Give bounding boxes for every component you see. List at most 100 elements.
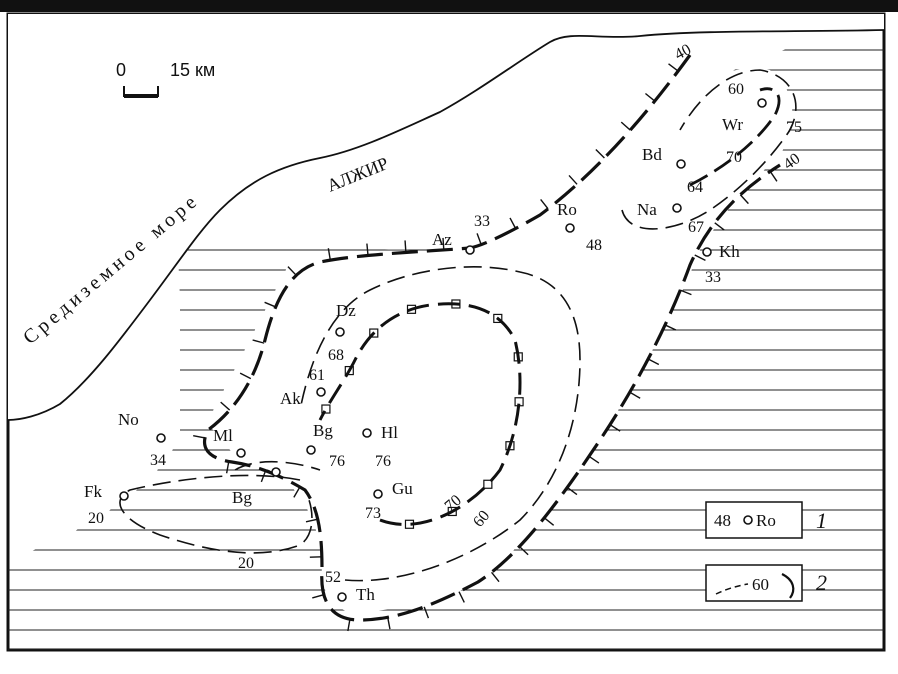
boundary-tick [476,233,482,245]
boundary-tick [347,619,351,632]
station-marker-bg [306,445,316,455]
station-code-bg: Bg [313,421,333,440]
station-code-dz: Dz [336,301,356,320]
boundary-tick [312,594,325,599]
boundary-tick [225,461,230,474]
boundary-tick [588,455,600,464]
contour-20 [119,474,313,554]
station-code-gu: Gu [392,479,413,498]
contour-label-40-north: 40 [672,41,694,64]
coastline [8,29,884,421]
boundary-tick [220,401,231,411]
top-band [0,0,898,12]
boundary-tick [609,424,621,432]
boundary-tick [543,517,555,526]
station-marker-hl [362,428,372,438]
contour-label-60-north: 60 [728,81,744,98]
boundary-tick [305,518,318,523]
station-code-ml: Ml [213,426,233,445]
station-code-na: Na [637,200,657,219]
contour-label-70-north: 70 [726,149,742,166]
station-code-wr: Wr [722,115,743,134]
scale-zero: 0 [116,60,126,80]
contour-west [234,460,321,471]
station-value-th: 52 [325,569,341,586]
boundary-tick [387,617,391,630]
legend-1-box [705,501,803,539]
scale-value: 15 км [170,60,215,80]
contour-north [621,69,797,230]
station-marker-na [672,203,682,213]
station-value-dz: 68 [328,347,344,364]
legend-2-value: 60 [752,575,769,594]
boundary-tick [568,174,578,185]
station-code-bg: Bg [232,488,252,507]
boundary-tick [458,591,465,603]
legend-1-marker [743,515,753,525]
station-value-na: 67 [688,219,704,236]
boundary-tick [442,237,445,250]
contour-label-20: 20 [238,555,254,572]
station-marker-fk [119,491,129,501]
station-marker-az [465,245,475,255]
boundary-tick [664,324,677,331]
legend-1-code: Ro [756,511,776,530]
station-value-hl: 76 [375,453,391,470]
boundary-tick [668,63,679,72]
boundary-tick [423,606,430,619]
boundary-tick [264,301,276,308]
boundary-tick [287,266,297,276]
contour-60-outer [299,266,581,582]
boundary-tick [769,170,778,182]
station-value-wr: 75 [786,119,802,136]
boundary-tick [252,339,265,344]
station-code-bd: Bd [642,145,662,164]
station-value-bd: 64 [687,179,703,196]
scale-bar: 0 15 км [116,60,215,98]
boundary-tick [739,194,749,205]
boundary-tick [327,248,332,261]
boundary-tick [293,486,301,498]
station-code-no: No [118,410,139,429]
boundary-tick [540,198,549,210]
basement-core [208,68,793,613]
legend: 48 Ro 1 60 2 [705,501,827,602]
boundary-tick [491,571,500,583]
station-code-hl: Hl [381,423,398,442]
station-code-fk: Fk [84,482,102,501]
boundary-tick [518,545,529,556]
boundary-tick [620,121,631,131]
station-value-ak: 61 [309,367,325,384]
station-marker-gu [373,489,383,499]
legend-2-arc [781,573,795,599]
contour-square-marker [483,479,493,489]
boundary-tick [404,240,407,253]
station-marker-ak [316,387,326,397]
station-marker-wr [757,98,767,108]
station-marker-bd [676,159,686,169]
station-code-az: Az [432,230,452,249]
boundary-tick [366,243,369,256]
station-value-kh: 33 [705,269,721,286]
boundary-tick [509,217,517,229]
legend-2-line [715,583,749,595]
station-code-ak: Ak [280,389,301,408]
station-value-gu: 73 [365,505,381,522]
station-marker-kh [702,247,712,257]
boundary-tick [644,92,656,102]
station-marker-bg [271,467,281,477]
station-marker-dz [335,327,345,337]
contour-70-inner [318,302,522,526]
legend-2-box [705,564,803,602]
station-value-az: 33 [474,213,490,230]
station-marker-ml [236,448,246,458]
legend-1-number: 1 [816,508,827,533]
boundary-tick [647,358,660,366]
station-code-th: Th [356,585,375,604]
boundary-tick [239,372,252,380]
boundary-tick [714,222,725,231]
station-value-ro: 48 [586,237,602,254]
contour-square-marker [321,404,331,414]
contour-label-40-east: 40 [781,150,804,173]
